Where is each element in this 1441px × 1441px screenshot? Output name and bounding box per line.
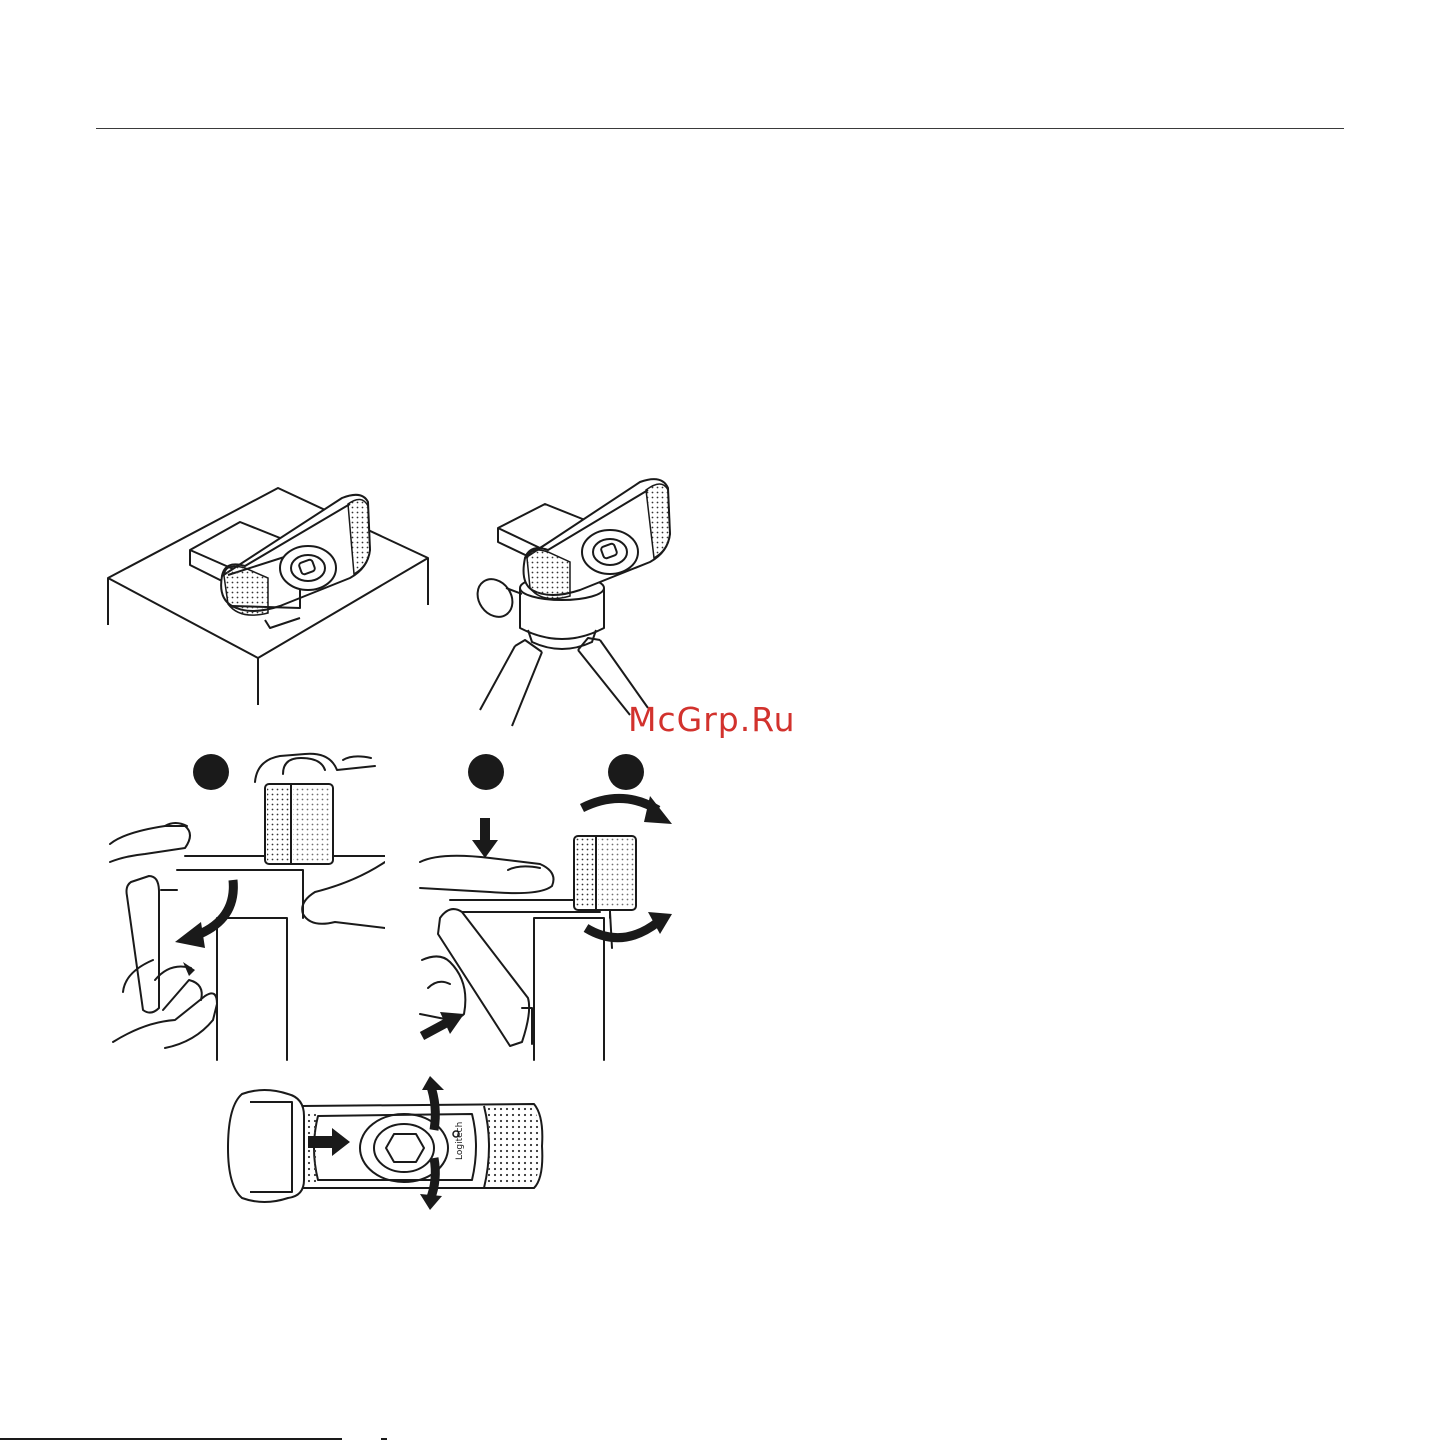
- privacy-shutter-illustration: Logitech: [222, 1076, 552, 1212]
- step-marker-2: [468, 754, 504, 790]
- step-marker-1: [193, 754, 229, 790]
- bottom-tick: [381, 1438, 387, 1440]
- watermark-text: McGrp.Ru: [628, 700, 796, 739]
- step-marker-3: [608, 754, 644, 790]
- webcam-on-desk-illustration: [100, 480, 440, 710]
- clip-mount-step-2-3-illustration: [410, 752, 680, 1064]
- top-rule: [96, 128, 1344, 129]
- bottom-rule: [0, 1438, 342, 1440]
- webcam-on-tripod-illustration: [470, 470, 680, 730]
- clip-mount-step-1-illustration: [105, 752, 385, 1064]
- logitech-logo: Logitech: [455, 1122, 465, 1160]
